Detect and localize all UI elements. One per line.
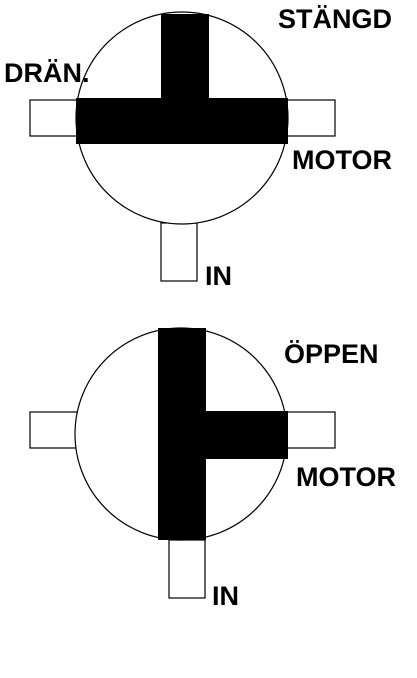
closed-drain-label: DRÄN.: [4, 58, 90, 88]
closed-bottom-port: [160, 222, 198, 282]
closed-valve: [29, 11, 336, 282]
open-motor-label: MOTOR: [296, 462, 396, 492]
open-state-label: ÖPPEN: [284, 339, 379, 369]
closed-motor-label: MOTOR: [292, 145, 392, 175]
open-inlet-label: IN: [212, 581, 239, 611]
open-channel-horizontal: [204, 411, 288, 459]
open-right-port: [286, 411, 336, 449]
open-bottom-port: [168, 539, 206, 599]
closed-state-label: STÄNGD: [278, 4, 392, 34]
open-left-port: [29, 411, 79, 449]
open-channel-vertical: [158, 328, 206, 540]
closed-channel-horizontal: [76, 98, 288, 144]
closed-channel-vertical: [161, 14, 209, 100]
open-valve: [29, 327, 336, 599]
closed-right-port: [286, 99, 336, 137]
closed-left-port: [29, 99, 79, 137]
closed-inlet-label: IN: [205, 261, 232, 291]
